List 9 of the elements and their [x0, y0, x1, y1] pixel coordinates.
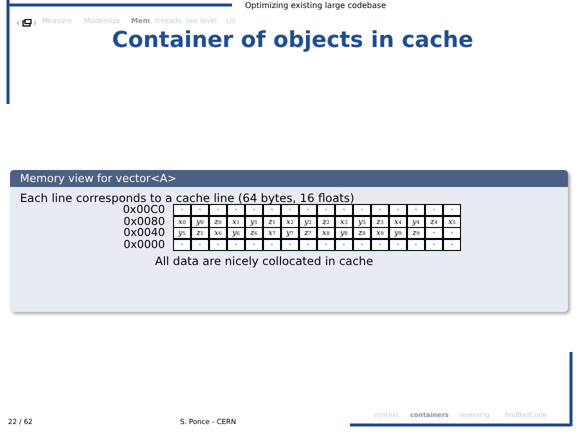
caption-text: All data are nicely collocated in cache [155, 254, 374, 268]
address-label: 0x0040 [122, 227, 165, 238]
body-text: Each line corresponds to a cache line (64 bytes, 16 floats) [20, 191, 354, 205]
header-text: Optimizing existing large codebase [245, 1, 386, 10]
address-label: 0x0000 [122, 238, 165, 250]
address-label: 0x00C0 [122, 204, 165, 215]
address-label: 0x0080 [122, 216, 165, 226]
slide-title: Container of objects in cache [112, 28, 474, 53]
block-title: Memory view for vector<A> [10, 170, 568, 187]
